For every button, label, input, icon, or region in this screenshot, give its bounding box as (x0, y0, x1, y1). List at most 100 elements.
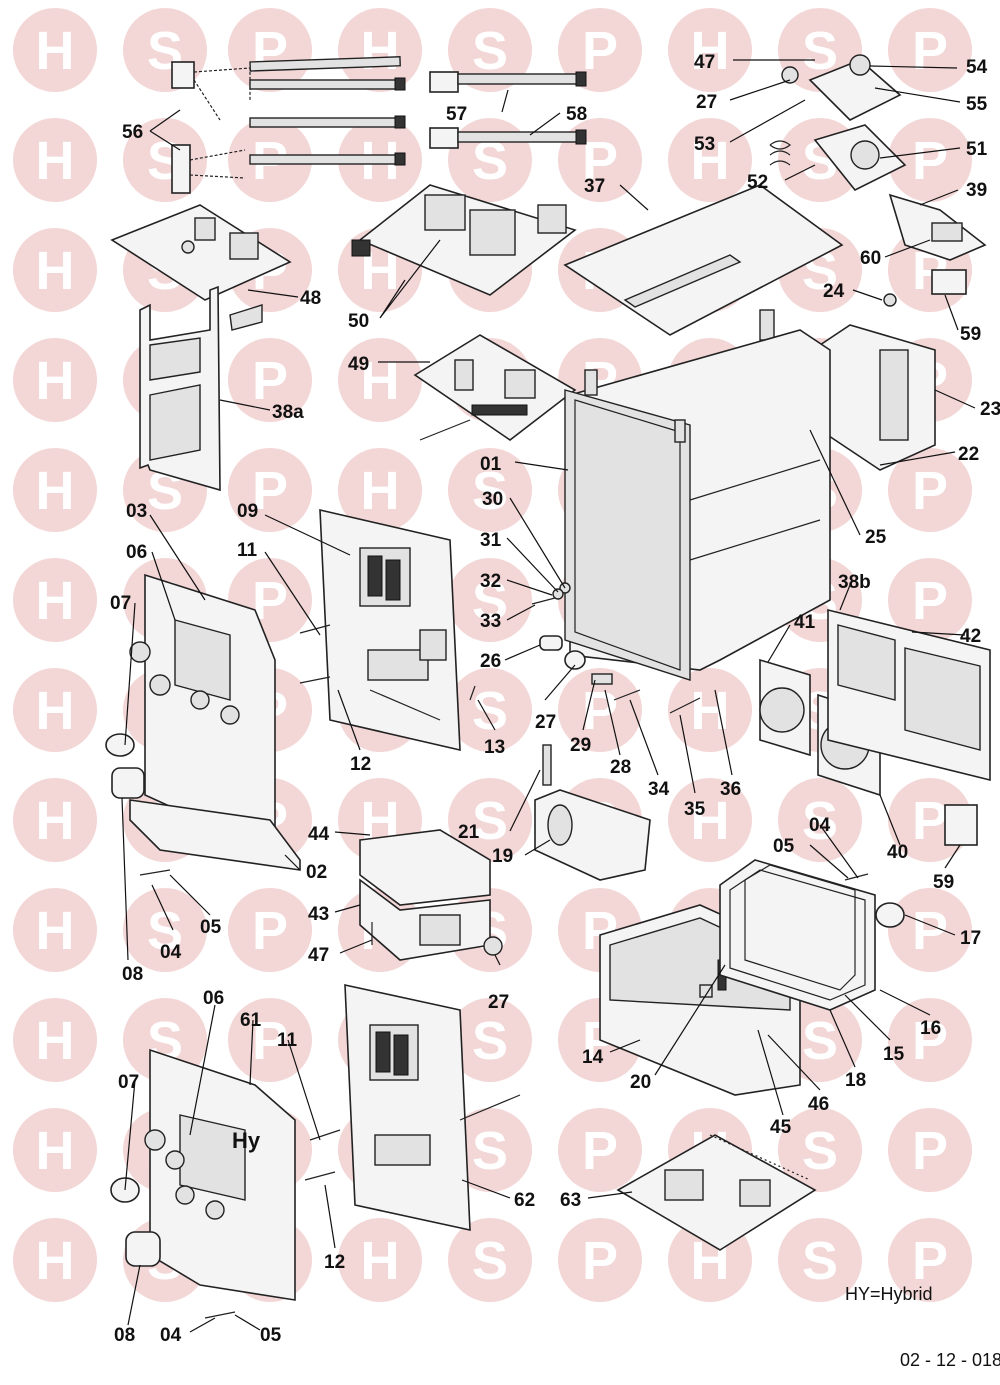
watermark-disc (448, 778, 532, 862)
watermark-disc (668, 118, 752, 202)
watermark-disc (13, 1108, 97, 1192)
watermark-disc (888, 888, 972, 972)
callout-28: 28 (610, 757, 631, 778)
hybrid-legend: HY=Hybrid (845, 1284, 933, 1304)
callout-09: 09 (237, 501, 258, 522)
watermark-disc (13, 888, 97, 972)
watermark-letter: S (472, 1121, 508, 1181)
watermark-letter: H (36, 901, 75, 961)
callout-06b: 06 (203, 988, 224, 1009)
watermark-disc (13, 448, 97, 532)
watermark-disc (228, 448, 312, 532)
callout-39: 39 (966, 180, 987, 201)
callout-08b: 08 (114, 1325, 135, 1346)
watermark-disc (668, 778, 752, 862)
watermark-letter: P (912, 1011, 948, 1071)
watermark-letter: H (691, 131, 730, 191)
control-board-49 (413, 334, 577, 441)
watermark-disc (448, 1108, 532, 1192)
callout-07b: 07 (118, 1072, 139, 1093)
callout-27a: 27 (696, 92, 717, 113)
watermark-disc (448, 8, 532, 92)
watermark-disc (228, 8, 312, 92)
callout-59a: 59 (960, 324, 981, 345)
callout-52: 52 (747, 172, 768, 193)
watermark-disc (13, 558, 97, 642)
watermark-disc (778, 1108, 862, 1192)
callout-03: 03 (126, 501, 147, 522)
callout-35: 35 (684, 799, 706, 820)
watermark-letter: S (472, 1011, 508, 1071)
watermark-letter: S (472, 1231, 508, 1291)
watermark-disc (123, 998, 207, 1082)
watermark-disc (888, 998, 972, 1082)
watermark-letter: P (252, 1011, 288, 1071)
watermark-letter: S (802, 1011, 838, 1071)
valve-assembly (769, 54, 987, 295)
callout-01: 01 (480, 454, 502, 475)
callout-62: 62 (514, 1190, 535, 1211)
watermark-disc (338, 1218, 422, 1302)
callout-19: 19 (492, 846, 513, 867)
watermark-disc (13, 998, 97, 1082)
callout-60: 60 (860, 248, 881, 269)
watermark-letter: H (361, 461, 400, 521)
callout-37: 37 (584, 176, 605, 197)
callout-48: 48 (300, 288, 321, 309)
callout-27b: 27 (535, 712, 556, 733)
watermark-letter: S (802, 1121, 838, 1181)
callout-14: 14 (582, 1047, 604, 1068)
callout-44: 44 (308, 824, 330, 845)
watermark-disc (338, 448, 422, 532)
drawing-number: 02 - 12 - 018 (900, 1350, 1000, 1370)
watermark-disc (558, 1218, 642, 1302)
watermark-disc (123, 888, 207, 972)
callout-63: 63 (560, 1190, 581, 1211)
callout-17: 17 (960, 928, 981, 949)
callout-58: 58 (566, 104, 587, 125)
watermark-letter: H (36, 1121, 75, 1181)
callout-22: 22 (958, 444, 979, 465)
callout-38a: 38a (272, 402, 304, 423)
seals-15-16-18 (719, 859, 905, 1011)
watermark-letter: H (691, 21, 730, 81)
callout-59b: 59 (933, 872, 954, 893)
callout-32: 32 (480, 571, 501, 592)
callout-18: 18 (845, 1070, 866, 1091)
watermark-disc (13, 1218, 97, 1302)
callout-02: 02 (306, 862, 327, 883)
callout-36: 36 (720, 779, 741, 800)
callout-13: 13 (484, 737, 505, 758)
callout-31: 31 (480, 530, 502, 551)
watermark-letter: H (361, 351, 400, 411)
watermark-disc (13, 778, 97, 862)
watermark-letter: P (912, 131, 948, 191)
watermark-disc (448, 1218, 532, 1302)
top-cover-37 (563, 184, 844, 341)
watermark-letter: H (361, 1231, 400, 1291)
watermark-letter: H (36, 571, 75, 631)
watermark-disc (888, 1108, 972, 1192)
pcb-48 (110, 204, 292, 331)
watermark-letter: P (912, 21, 948, 81)
watermark-letter: H (36, 351, 75, 411)
callout-25: 25 (865, 527, 887, 548)
watermark-disc (888, 448, 972, 532)
callout-47a: 47 (694, 52, 715, 73)
callout-30: 30 (482, 489, 503, 510)
watermark-disc (668, 668, 752, 752)
watermark-disc (778, 1218, 862, 1302)
watermark-letter: H (36, 21, 75, 81)
callout-43: 43 (308, 904, 329, 925)
callout-47b: 47 (308, 945, 329, 966)
callout-08a: 08 (122, 964, 143, 985)
watermark-letter: P (582, 21, 618, 81)
watermark-letter: P (252, 461, 288, 521)
watermark-letter: P (252, 21, 288, 81)
watermark-disc (448, 668, 532, 752)
watermark-letter: S (472, 681, 508, 741)
watermark-letter: H (36, 241, 75, 301)
watermark-disc (338, 8, 422, 92)
watermark-disc (778, 778, 862, 862)
